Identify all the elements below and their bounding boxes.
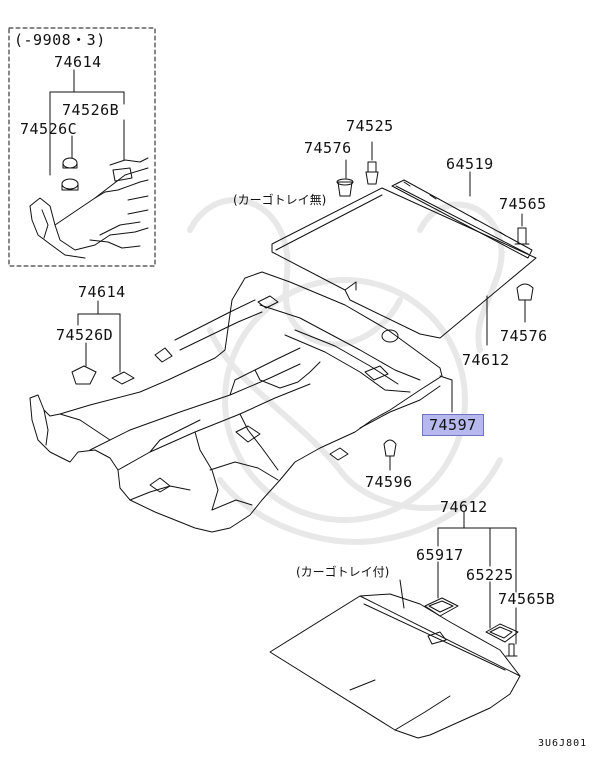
diagram-code: 3U6J801 [538,738,588,749]
cargo-board-upper [271,141,537,346]
part-label-74596: 74596 [365,473,413,491]
part-label-74612-upper: 74612 [462,351,510,369]
part-label-74576-top: 74576 [304,139,352,157]
inset-carpet [29,69,149,259]
part-label-74525: 74525 [346,117,394,135]
part-label-74526C: 74526C [20,120,78,138]
part-label-74612-lower: 74612 [440,498,488,516]
note-without-cargo-tray: (カーゴトレイ無) [233,193,327,207]
part-label-65225: 65225 [466,566,514,584]
part-label-74614-inset: 74614 [54,53,102,71]
cargo-tray-lower [269,511,521,739]
part-label-74576-right: 74576 [500,327,548,345]
part-label-65917: 65917 [416,546,464,564]
part-label-74565: 74565 [499,195,547,213]
part-label-64519: 64519 [446,155,494,173]
inset-frame [8,27,156,267]
part-label-74526D: 74526D [56,326,114,344]
part-label-74526B: 74526B [62,101,120,119]
watermark-emblem [187,197,505,545]
floor-carpet [29,271,453,533]
note-with-cargo-tray: (カーゴトレイ付) [296,565,390,579]
inset-date-note: (-9908・3) [14,31,106,49]
part-label-74565B: 74565B [498,590,556,608]
part-label-74614: 74614 [78,283,126,301]
part-label-74597-highlighted[interactable]: 74597 [422,414,484,436]
